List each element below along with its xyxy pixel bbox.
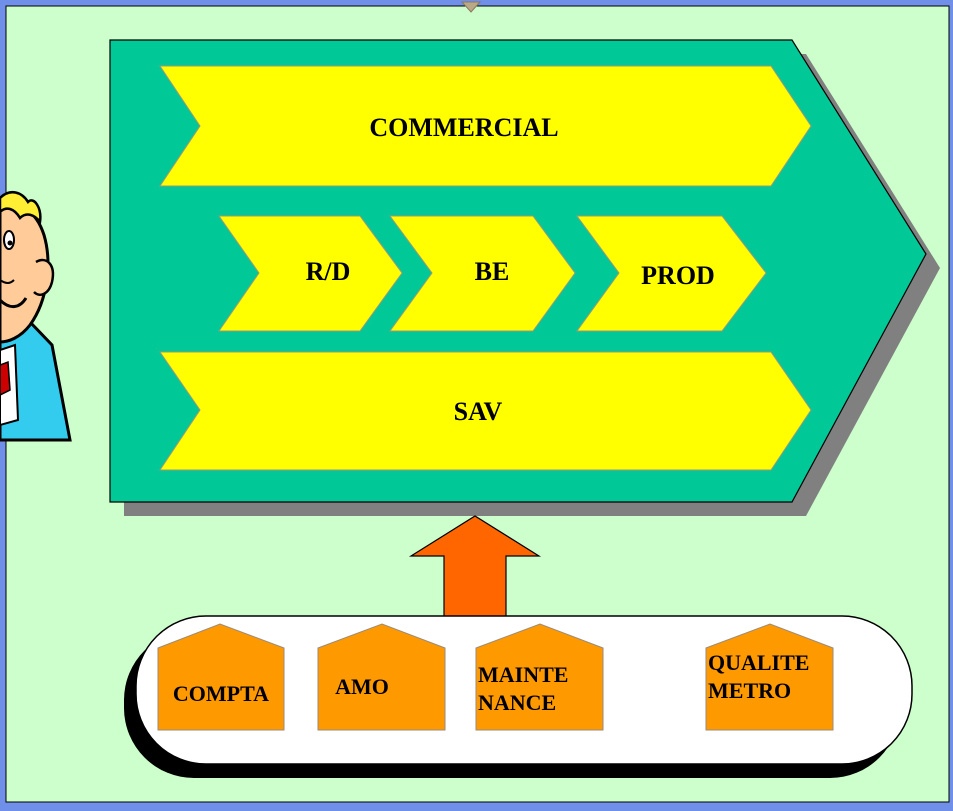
- maintenance-label: MAINTE NANCE: [478, 662, 574, 715]
- rd-label: R/D: [306, 257, 351, 286]
- prod-label: PROD: [641, 261, 715, 290]
- be-label: BE: [475, 257, 510, 286]
- amo-box: [317, 623, 446, 731]
- rd-chevron: [218, 215, 403, 332]
- up-arrow-icon: [408, 515, 542, 619]
- top-decoration: [460, 1, 482, 13]
- commercial-label: COMMERCIAL: [369, 113, 558, 142]
- qualite-box: [705, 623, 834, 731]
- compta-box: [157, 623, 285, 731]
- businessman-cartoon-icon: [0, 190, 72, 442]
- sav-chevron: [159, 351, 812, 471]
- amo-label: AMO: [335, 674, 389, 699]
- be-chevron: [389, 215, 576, 332]
- sav-label: SAV: [454, 397, 503, 426]
- maintenance-box: [475, 623, 604, 731]
- prod-chevron: [576, 215, 767, 332]
- compta-label: COMPTA: [173, 681, 269, 706]
- commercial-chevron: [159, 65, 812, 187]
- qualite-label: QUALITE METRO: [708, 650, 815, 703]
